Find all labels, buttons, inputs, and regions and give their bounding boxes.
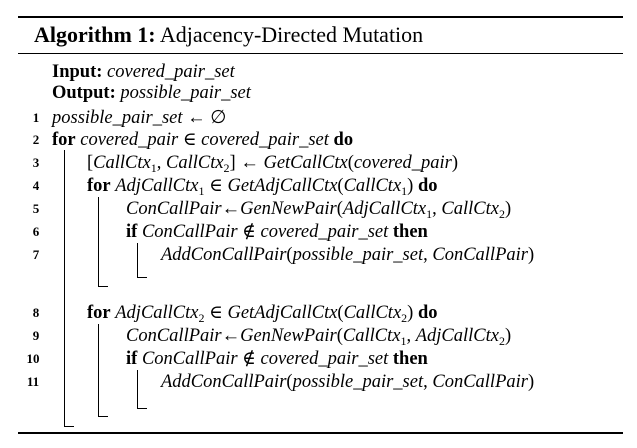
line-number: 8	[32, 305, 40, 320]
first-for-block-end	[98, 286, 108, 287]
code-line-9: ConCallPair←GenNewPair(CallCtx1, AdjCall…	[126, 326, 512, 348]
code-line-3: [CallCtx1, CallCtx2] ← GetCallCtx(covere…	[87, 153, 459, 175]
line-number: 9	[32, 328, 40, 343]
second-for-block-end	[98, 416, 108, 417]
code-line-8: for AdjCallCtx2 ∈ GetAdjCallCtx(CallCtx2…	[87, 303, 438, 325]
bottom-rule	[18, 432, 623, 434]
code-line-10: if ConCallPair ∉ covered_pair_set then	[126, 349, 428, 369]
output-value: possible_pair_set	[120, 83, 251, 103]
code-line-1: possible_pair_set ← ∅	[52, 108, 227, 128]
algorithm-label: Algorithm 1:	[34, 22, 156, 47]
code-line-11: AddConCallPair(possible_pair_set, ConCal…	[161, 372, 535, 392]
line-number: 6	[32, 224, 40, 239]
first-if-block-line	[137, 243, 138, 277]
input-label: Input:	[52, 62, 103, 82]
top-rule	[18, 16, 623, 18]
code-line-4: for AdjCallCtx1 ∈ GetAdjCallCtx(CallCtx1…	[87, 176, 438, 198]
algorithm-title: Algorithm 1: Adjacency-Directed Mutation	[34, 22, 423, 48]
line-number: 4	[32, 178, 40, 193]
code-line-7: AddConCallPair(possible_pair_set, ConCal…	[161, 245, 535, 265]
input-line: Input: covered_pair_set	[52, 60, 235, 84]
second-for-block-line	[98, 324, 99, 416]
line-number: 11	[26, 374, 40, 389]
output-line: Output: possible_pair_set	[52, 81, 251, 105]
title-rule	[18, 53, 623, 54]
line-number: 1	[32, 110, 40, 125]
first-if-block-end	[137, 277, 147, 278]
outer-for-block-line	[64, 150, 65, 426]
outer-for-block-end	[64, 426, 74, 427]
second-if-block-line	[137, 370, 138, 408]
line-number: 5	[32, 201, 40, 216]
line-number: 2	[32, 132, 40, 147]
code-line-5: ConCallPair←GenNewPair(AdjCallCtx1, Call…	[126, 199, 512, 221]
output-label: Output:	[52, 83, 116, 103]
algorithm-name: Adjacency-Directed Mutation	[159, 22, 424, 47]
code-line-2: for covered_pair ∈ covered_pair_set do	[52, 130, 354, 150]
code-line-6: if ConCallPair ∉ covered_pair_set then	[126, 222, 428, 242]
first-for-block-line	[98, 197, 99, 286]
line-number: 3	[32, 155, 40, 170]
second-if-block-end	[137, 408, 147, 409]
line-number: 7	[32, 247, 40, 262]
input-value: covered_pair_set	[107, 62, 235, 82]
line-number: 10	[26, 351, 40, 366]
